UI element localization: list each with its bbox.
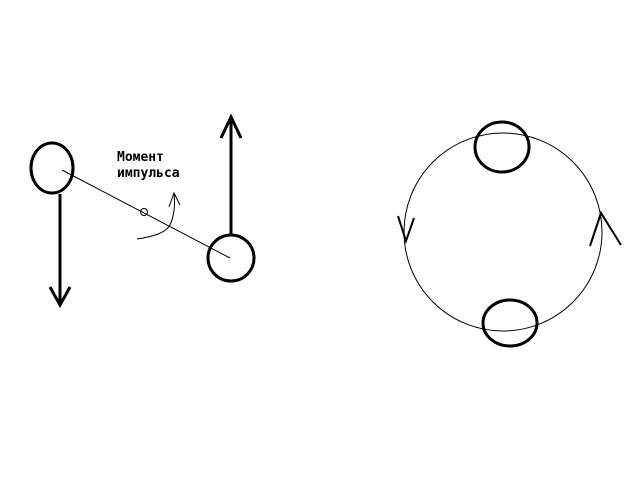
right-mass	[206, 233, 256, 283]
left-mass	[29, 141, 75, 195]
angular-momentum-arrow	[136, 192, 175, 240]
label-line-2: импульса	[117, 166, 180, 181]
top-mass	[473, 120, 531, 174]
bottom-mass	[481, 298, 539, 348]
up-arrow-head	[219, 113, 243, 139]
down-arrow-head	[48, 286, 72, 309]
angular-momentum-arrowhead	[168, 191, 181, 208]
rod	[61, 169, 231, 259]
label-line-1: Момент	[117, 150, 164, 165]
angular-momentum-label: Момент импульса	[117, 150, 180, 182]
orbit-arrow-left	[397, 215, 415, 245]
orbit-arrow-right	[589, 210, 622, 247]
center-of-mass	[140, 208, 148, 216]
